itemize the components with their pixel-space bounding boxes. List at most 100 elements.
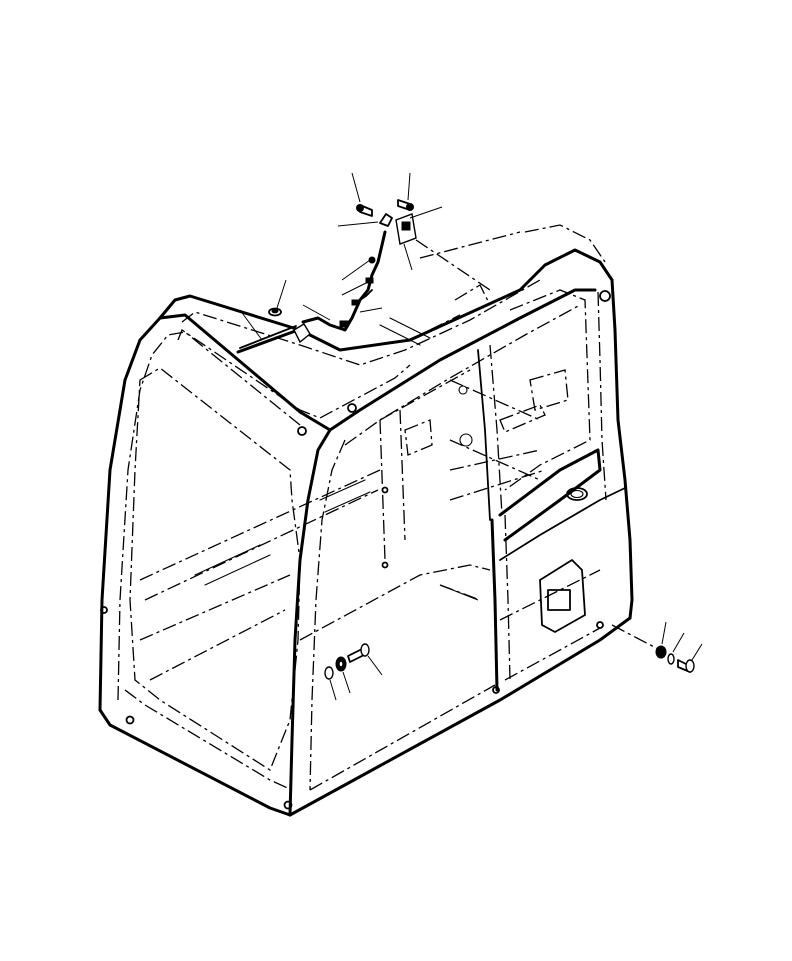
antenna-rod-edge	[239, 325, 297, 349]
leader-rear-washer	[672, 632, 685, 653]
leader-harness-clamp	[341, 281, 369, 296]
front-right-pillar-inner	[309, 439, 346, 791]
bolt-top-right-head	[406, 203, 414, 211]
inner-rear-wall-top	[379, 369, 471, 421]
roof-panel-inner	[177, 329, 411, 419]
inner-hole-2	[458, 385, 468, 395]
bolt-top-left-head	[356, 204, 364, 212]
rear-nut	[655, 645, 667, 659]
interior	[129, 284, 569, 771]
clip-top	[379, 213, 393, 227]
inner-cross-member-2	[449, 449, 546, 501]
roof-front-edge	[158, 248, 614, 352]
washer-nut-core	[271, 308, 279, 314]
hole	[381, 561, 389, 569]
rear-lower-panel-c	[504, 627, 601, 681]
rear-bolt-axis	[611, 624, 661, 651]
door-pillar-center	[490, 518, 499, 692]
leader-harness-mid	[359, 307, 383, 313]
harness-clamp-3	[365, 277, 374, 284]
inner-cross-member-1	[449, 379, 541, 481]
leader-bracket-top	[409, 206, 443, 219]
leader-floor	[439, 584, 479, 601]
leader-wiring-harness	[302, 304, 331, 321]
hole	[283, 800, 293, 810]
rear-lamp	[599, 290, 611, 302]
rear-right-pillar-inner	[597, 291, 607, 501]
front-left-pillar-inner	[117, 331, 301, 701]
leader-antenna-rod	[239, 309, 263, 341]
roof-mount-line	[415, 239, 491, 291]
hole	[125, 715, 135, 725]
inner-hole-1	[459, 433, 473, 447]
front-right-pillar	[288, 428, 332, 817]
access-cover-latch	[547, 589, 571, 611]
leader-rear-nut	[661, 621, 667, 645]
leader-washer-plate	[329, 679, 337, 701]
leader-bolt-top-right	[407, 172, 411, 201]
left-slot-2	[319, 479, 371, 513]
left-window-frame	[129, 367, 301, 771]
leader-lock-washer	[342, 671, 351, 694]
rear-bolt-head	[685, 659, 695, 673]
antenna-base	[293, 323, 311, 344]
bottom-rail-inner	[124, 689, 293, 791]
inner-vent	[529, 369, 569, 411]
door-frame-top	[328, 288, 597, 432]
hole	[100, 606, 108, 614]
leader-bracket-lower	[403, 243, 413, 271]
leader-washer-nut	[276, 279, 287, 309]
lock-washer-hole	[338, 660, 344, 668]
floor-bolt-head	[360, 643, 370, 657]
emblem-inner	[570, 489, 584, 499]
roof-rear	[524, 224, 606, 263]
bottom-rail-front	[98, 708, 292, 817]
left-side-rail-2	[144, 489, 379, 601]
antenna-assembly	[236, 307, 311, 354]
leader-lines	[239, 172, 703, 701]
harness-clip	[368, 256, 376, 264]
hole	[347, 403, 357, 413]
bottom-rail-side	[288, 616, 632, 817]
antenna-rod	[236, 328, 300, 354]
washer-nut	[268, 307, 282, 317]
door-rail	[477, 349, 491, 521]
bottom-rail-side-inner	[309, 684, 496, 791]
rear-fasteners	[611, 624, 695, 673]
cab-frame	[98, 224, 634, 817]
door-pillar-center-inner	[504, 514, 511, 681]
hole	[596, 621, 604, 629]
floor-edge	[299, 564, 491, 641]
bracket-top-mark	[401, 221, 411, 231]
frame-holes	[100, 403, 604, 810]
inner-bracket	[404, 419, 433, 456]
left-side-rail-3	[139, 574, 291, 641]
door-frame-top-inner	[344, 304, 581, 446]
left-side-rail-4	[149, 609, 286, 681]
leader-bolt-top-left	[351, 172, 361, 203]
harness-clamp-2	[351, 299, 360, 306]
hole	[297, 426, 307, 436]
leader-clip-top	[337, 221, 379, 227]
rear-window-frame	[498, 448, 602, 542]
hole	[381, 486, 389, 494]
left-side-rail-1	[139, 469, 381, 581]
emblem	[566, 487, 588, 501]
inner-rear-wall	[379, 409, 406, 561]
leader-harness-clip	[341, 259, 371, 281]
door-rail-inner	[489, 344, 503, 516]
rear-lower-panel	[499, 487, 626, 561]
rear-top-wall	[429, 284, 491, 331]
hole	[492, 686, 500, 694]
roof-panel	[181, 279, 541, 366]
floor-fasteners	[324, 643, 370, 680]
left-slot-1	[194, 544, 271, 586]
rear-right-pillar	[610, 278, 634, 620]
rear-top-pattern	[379, 317, 431, 346]
leader-floor-bolt	[367, 655, 383, 676]
inner-slot	[499, 404, 546, 433]
leader-rear-bolt	[691, 643, 703, 661]
washer-plate	[324, 666, 334, 680]
